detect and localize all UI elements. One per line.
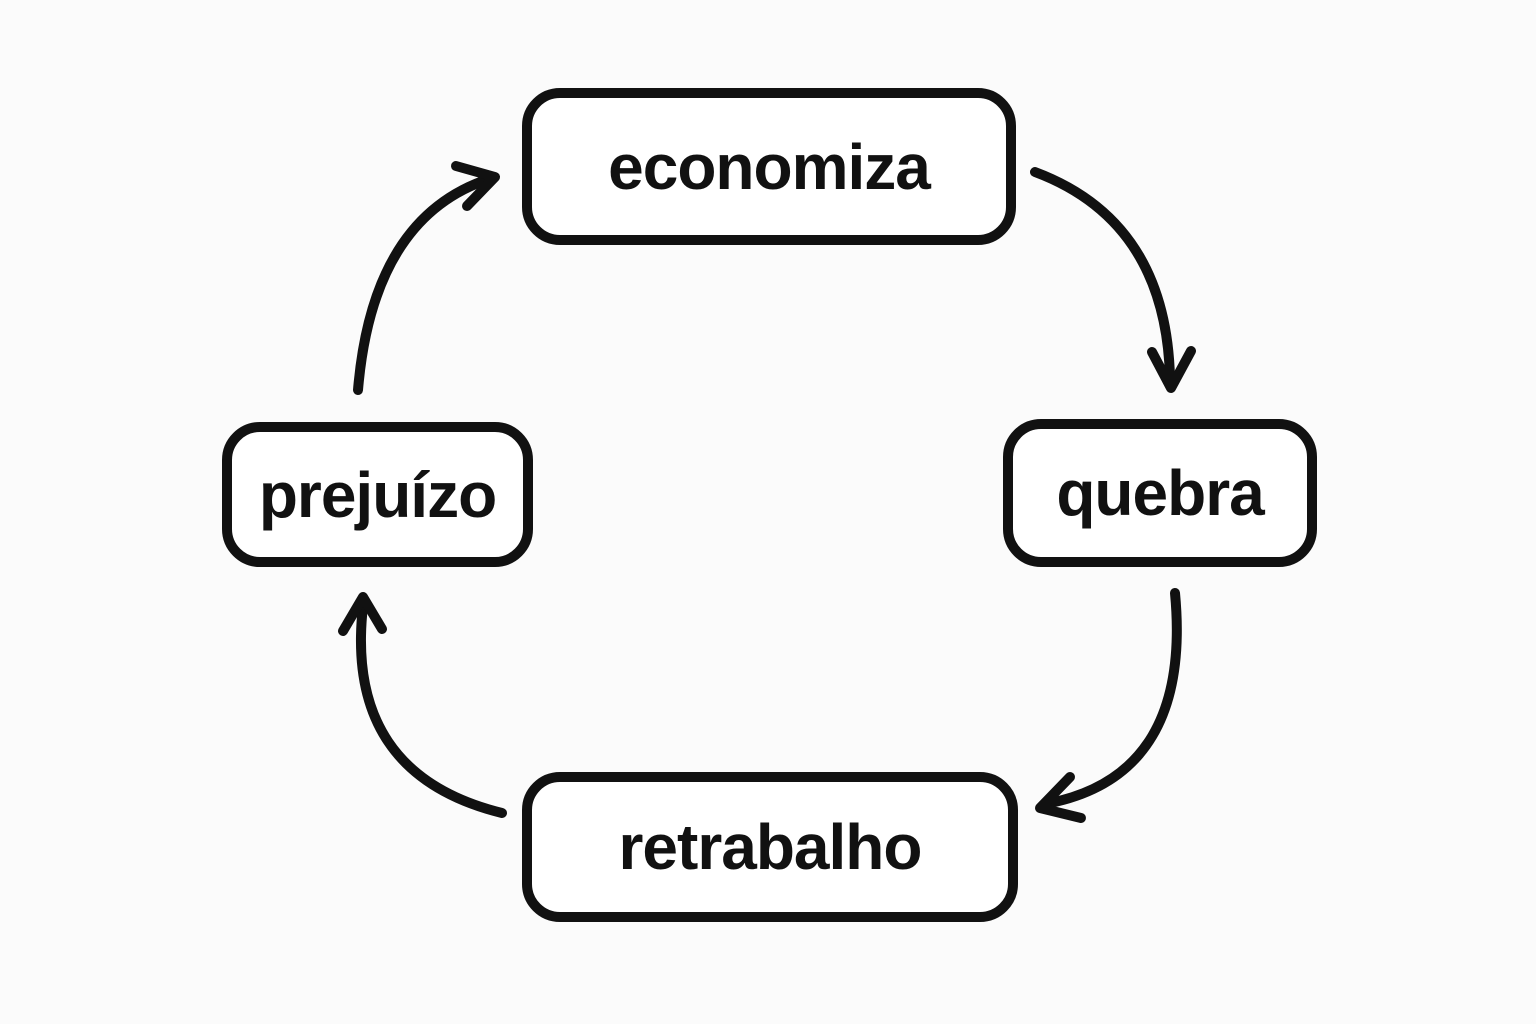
node-retrabalho: retrabalho xyxy=(522,772,1018,922)
node-quebra: quebra xyxy=(1003,419,1317,567)
arrowhead-down-icon xyxy=(1147,346,1196,393)
node-economiza-label: economiza xyxy=(608,130,931,203)
arrowhead-up-icon xyxy=(338,592,387,636)
arrowhead-right-icon xyxy=(451,161,500,211)
arrow-quebra-to-retrabalho xyxy=(1035,588,1182,823)
node-prejuizo: prejuízo xyxy=(222,422,533,567)
node-economiza: economiza xyxy=(522,88,1016,245)
arrowhead-left-icon xyxy=(1035,772,1086,823)
arrow-economiza-to-quebra xyxy=(1030,167,1196,393)
node-quebra-label: quebra xyxy=(1056,457,1264,529)
arrow-retrabalho-to-prejuizo xyxy=(338,592,507,818)
arrow-prejuizo-to-economiza xyxy=(353,161,500,395)
node-retrabalho-label: retrabalho xyxy=(618,811,923,883)
node-prejuizo-label: prejuízo xyxy=(258,458,497,531)
